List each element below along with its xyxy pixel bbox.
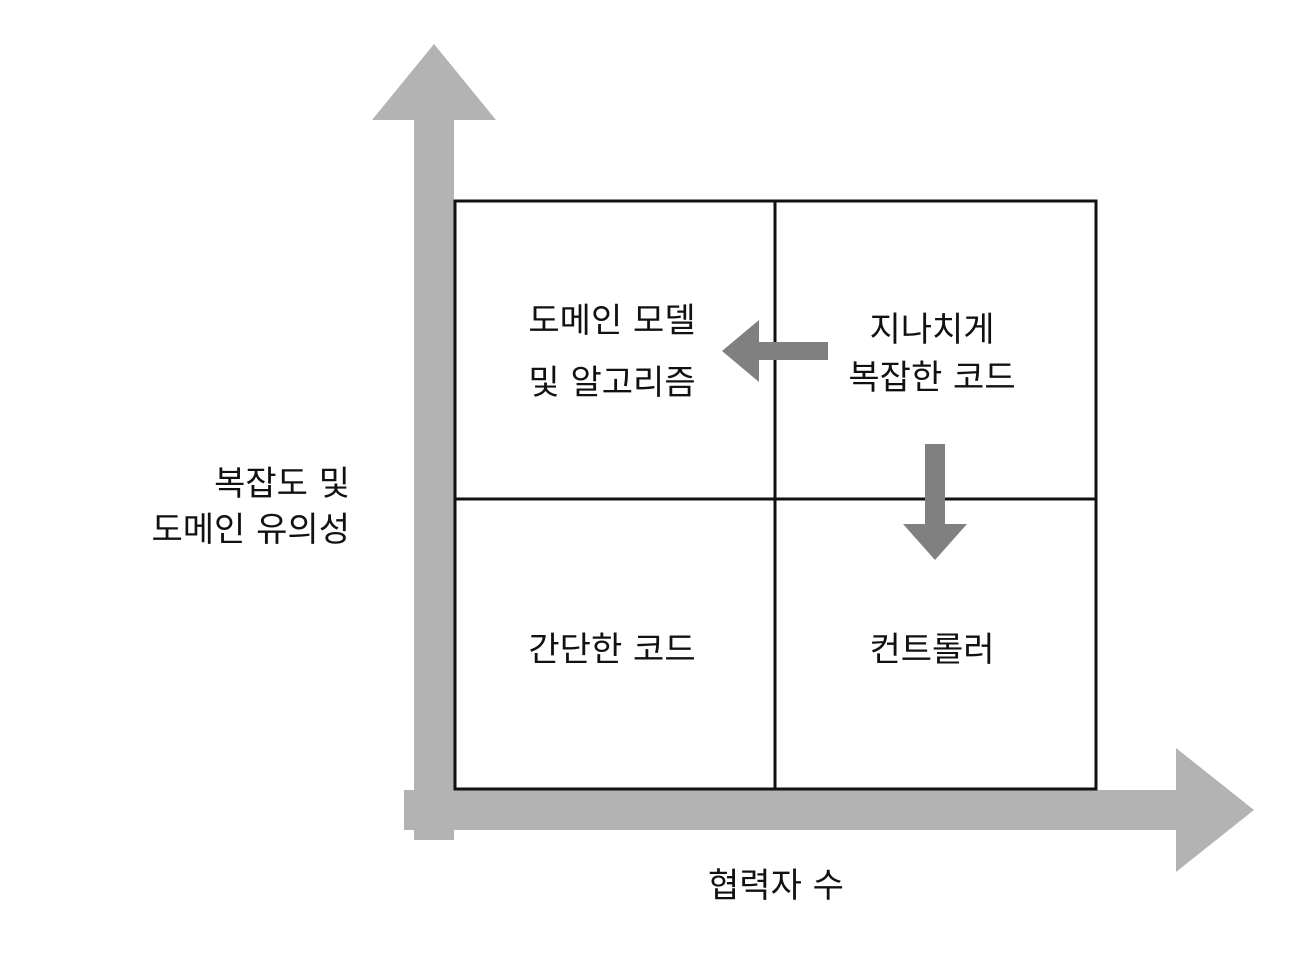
arrow-left-head bbox=[722, 320, 759, 382]
quadrant-top-left-line-2: 및 알고리즘 bbox=[528, 363, 695, 403]
arrow-left-shaft bbox=[758, 342, 828, 360]
y-axis-arrowhead-icon bbox=[372, 44, 496, 120]
arrow-down-shaft bbox=[925, 444, 945, 526]
x-axis-label: 협력자 수 bbox=[708, 866, 844, 906]
quadrant-bottom-right-label: 컨트롤러 bbox=[869, 630, 994, 670]
x-axis-shaft bbox=[404, 790, 1188, 830]
arrow-down-head bbox=[903, 524, 967, 560]
quadrant-grid bbox=[453, 199, 1098, 791]
y-axis-label-line-2: 도메인 유의성 bbox=[152, 510, 351, 550]
arrow-left-icon bbox=[722, 320, 828, 382]
quadrant-top-right-line-1: 지나치게 bbox=[869, 310, 994, 350]
quadrant-top-left-line-1: 도메인 모델 bbox=[528, 301, 695, 341]
x-axis-arrowhead-icon bbox=[1176, 748, 1254, 872]
arrow-down-icon bbox=[903, 444, 967, 560]
quadrant-bottom-left-label: 간단한 코드 bbox=[528, 630, 695, 670]
quadrant-top-right-line-2: 복잡한 코드 bbox=[848, 358, 1015, 398]
y-axis-label-line-1: 복잡도 및 bbox=[214, 464, 350, 504]
y-axis-shaft bbox=[414, 112, 454, 840]
y-axis bbox=[372, 44, 496, 840]
x-axis bbox=[404, 748, 1254, 872]
